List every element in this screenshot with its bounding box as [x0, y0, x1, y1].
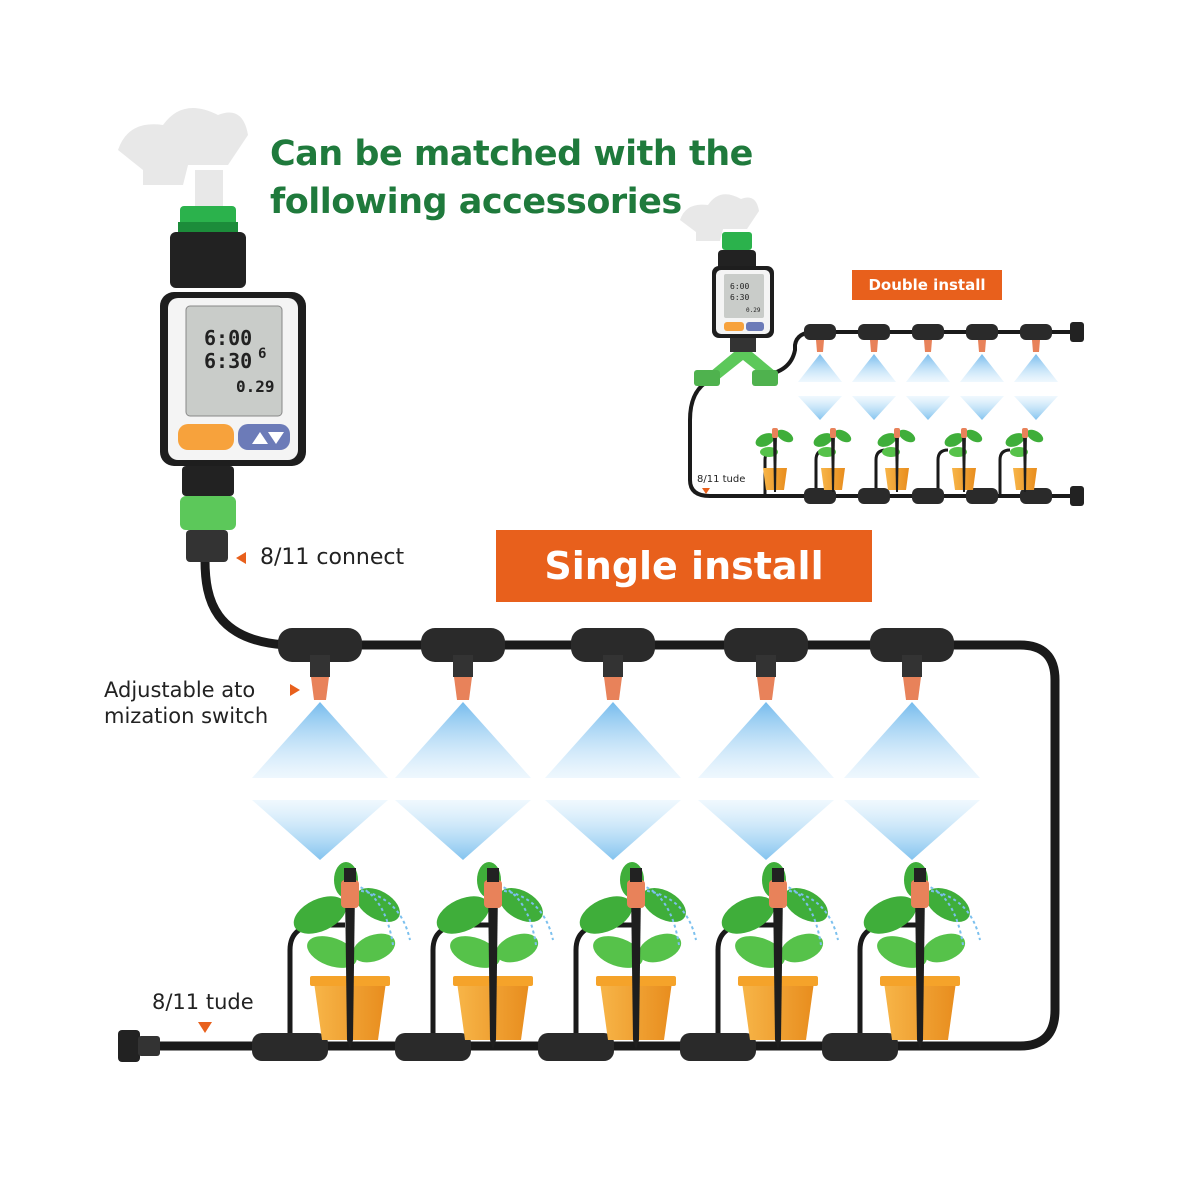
headline-line1: Can be matched with the	[270, 134, 753, 174]
tube-label: 8/11 tude	[152, 990, 254, 1014]
small-timer-countdown: 0.29	[746, 307, 761, 314]
plant-pot-small-icon	[944, 428, 983, 492]
nozzle-icon	[698, 628, 834, 860]
faucet-icon	[118, 107, 248, 210]
tee-connector-icon	[538, 1033, 614, 1061]
tee-connector-icon	[822, 1033, 898, 1061]
plant-pot-icon	[721, 862, 839, 1050]
plant-pot-small-icon	[813, 428, 852, 492]
nozzle-small-icon	[798, 324, 842, 504]
timer-display: 6:00 6:30 6 0.29	[204, 326, 275, 396]
nozzle-icon	[545, 628, 681, 860]
switch-label-line1: Adjustable ato	[104, 678, 256, 702]
connect-arrow-icon	[236, 552, 246, 564]
plant-pot-small-icon	[877, 428, 916, 492]
tube-small-arrow-icon	[702, 488, 710, 494]
tube-small-label: 8/11 tude	[697, 474, 746, 485]
switch-label: Adjustable ato mization switch	[104, 677, 304, 729]
nozzle-small-icon	[852, 324, 896, 504]
double-install-inset: 6:00 6:30 0.29	[688, 232, 1084, 506]
plant-pot-icon	[863, 862, 981, 1050]
faucet-small-icon	[680, 194, 759, 241]
timer-countdown: 0.29	[236, 377, 275, 396]
small-timer-time2: 6:30	[730, 293, 749, 302]
nozzle-small-icon	[960, 324, 1004, 504]
tee-connector-icon	[680, 1033, 756, 1061]
water-timer-icon	[160, 206, 306, 562]
nozzle-icon	[252, 628, 388, 860]
plant-pot-icon	[293, 862, 411, 1050]
plant-pot-icon	[579, 862, 697, 1050]
timer-time1: 6:00	[204, 326, 252, 350]
single-install-badge: Single install	[496, 530, 872, 602]
headline-line2: following accessories	[270, 182, 682, 222]
double-install-badge: Double install	[852, 270, 1002, 300]
switch-arrow-icon	[290, 684, 300, 696]
nozzle-icon	[395, 628, 531, 860]
tee-connector-icon	[252, 1033, 328, 1061]
nozzle-small-icon	[906, 324, 950, 504]
nozzle-icon	[844, 628, 980, 860]
main-hose	[125, 555, 1060, 1051]
timer-time2: 6:30	[204, 349, 252, 373]
small-timer-time1: 6:00	[730, 282, 749, 291]
plant-pot-small-icon	[1005, 428, 1044, 492]
plant-pot-small-icon	[755, 428, 794, 492]
nozzle-small-icon	[1014, 324, 1058, 504]
timer-minutes: 6	[258, 346, 266, 362]
y-splitter-icon	[694, 338, 778, 386]
end-plug-icon	[118, 1030, 160, 1062]
headline: Can be matched with the following access…	[270, 130, 790, 226]
plant-pot-icon	[436, 862, 554, 1050]
switch-label-line2: mization switch	[104, 704, 269, 728]
tube-arrow-icon	[198, 1022, 212, 1033]
tee-connector-icon	[395, 1033, 471, 1061]
connect-label: 8/11 connect	[260, 545, 405, 570]
